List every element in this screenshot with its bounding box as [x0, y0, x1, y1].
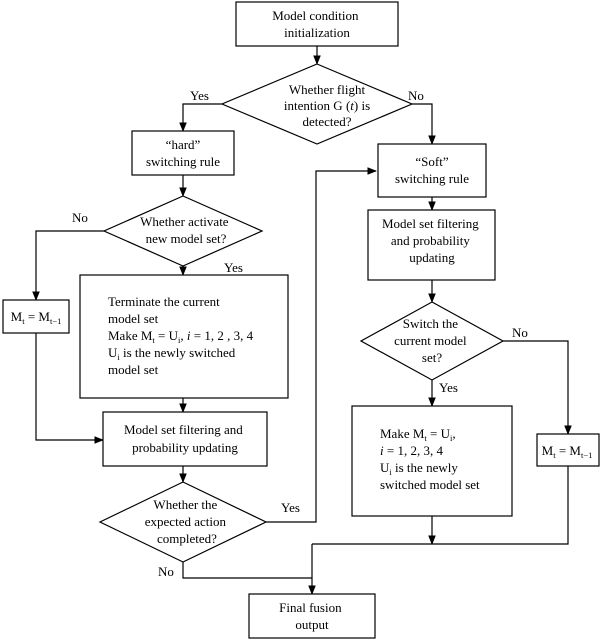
node-soft-rule-text: “Soft”switching rule — [395, 154, 469, 186]
node-filter-left-text: Model set filtering and probability upda… — [124, 422, 246, 455]
label-completed-yes: Yes — [281, 500, 300, 515]
label-activate-yes: Yes — [224, 260, 243, 275]
node-soft-rule: “Soft”switching rule — [377, 143, 487, 198]
edge-switch-no — [503, 340, 572, 435]
decision-activate-text: Whether activate new model set? — [140, 214, 232, 246]
edge-completed-no — [182, 562, 316, 595]
node-hard-rule: “hard”switching rule — [131, 130, 235, 176]
edges — [32, 46, 572, 595]
node-hard-rule-text: “hard”switching rule — [146, 137, 220, 169]
edge-intention-yes — [179, 103, 222, 132]
node-filter-right: Model set filtering and probability upda… — [367, 209, 496, 281]
edge-completed-yes — [266, 167, 377, 523]
node-final: Final fusion output — [248, 593, 376, 639]
decision-activate: Whether activate new model set? — [102, 195, 264, 267]
node-init-text: Model condition initialization — [272, 8, 362, 40]
node-mt-right: Mt = Mt−1 — [536, 433, 600, 467]
label-intention-no: No — [408, 88, 424, 103]
edge-mtright-to-merge — [432, 466, 569, 545]
node-filter-right-text: Model set filtering and probability upda… — [382, 216, 482, 265]
label-switch-yes: Yes — [439, 380, 458, 395]
node-init: Model condition initialization — [235, 1, 399, 47]
label-activate-no: No — [72, 210, 88, 225]
label-switch-no: No — [512, 325, 528, 340]
decision-completed-text: Whether the expected action completed? — [145, 497, 229, 546]
edge-intention-no — [412, 103, 436, 145]
decision-switch-text: Switch the current model set? — [394, 316, 470, 365]
edge-mtleft-to-filter — [35, 333, 104, 444]
label-completed-no: No — [158, 564, 174, 579]
node-final-text: Final fusion output — [279, 600, 345, 632]
label-intention-yes: Yes — [190, 88, 209, 103]
node-filter-left: Model set filtering and probability upda… — [102, 411, 268, 467]
edge-labels: Yes No No Yes No Yes Yes No — [72, 88, 528, 579]
decision-completed: Whether the expected action completed? — [98, 481, 268, 563]
node-mt-left: Mt = Mt−1 — [2, 299, 70, 334]
decision-switch: Switch the current model set? — [359, 301, 505, 381]
edge-activate-no — [32, 230, 104, 301]
